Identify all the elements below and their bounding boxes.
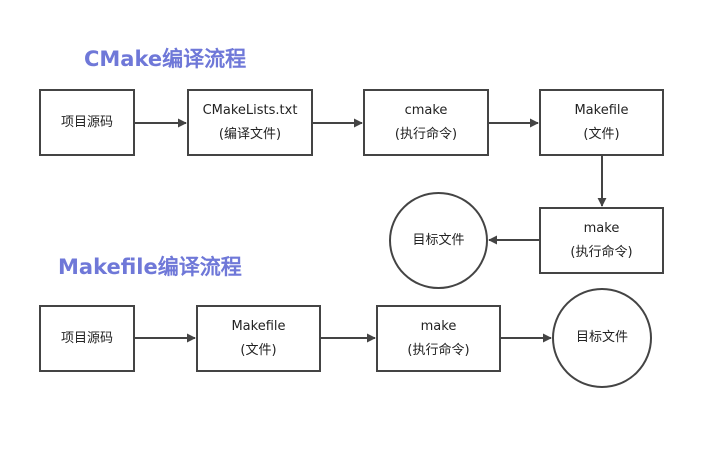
makefile-flow-make-node: make (执行命令) — [376, 305, 501, 372]
node-label: 项目源码 — [60, 114, 113, 130]
node-sublabel: (执行命令) — [570, 244, 633, 260]
cmake-flow-title: CMake编译流程 — [84, 47, 247, 71]
node-label: CMakeLists.txt — [202, 102, 298, 118]
makefile-flow-title: Makefile编译流程 — [58, 255, 242, 279]
cmake-flow-target-node: 目标文件 — [389, 192, 488, 289]
makefile-flow-makefile-node: Makefile (文件) — [196, 305, 321, 372]
cmake-flow-source-node: 项目源码 — [39, 89, 135, 156]
node-sublabel: (执行命令) — [394, 126, 458, 142]
node-label: Makefile — [231, 318, 286, 334]
node-label: make — [420, 318, 457, 334]
cmake-flow-cmake-node: cmake (执行命令) — [363, 89, 489, 156]
node-label: cmake — [404, 102, 448, 118]
node-label: 目标文件 — [575, 330, 628, 345]
makefile-flow-target-node: 目标文件 — [552, 288, 652, 388]
cmake-flow-makefile-node: Makefile (文件) — [539, 89, 664, 156]
node-sublabel: (文件) — [583, 126, 620, 142]
node-sublabel: (文件) — [240, 342, 277, 358]
node-label: Makefile — [574, 102, 629, 118]
node-label: make — [583, 220, 620, 236]
cmake-flow-make-node: make (执行命令) — [539, 207, 664, 274]
node-label: 项目源码 — [60, 330, 113, 346]
node-sublabel: (执行命令) — [407, 342, 470, 358]
cmake-flow-cmakelists-node: CMakeLists.txt (编译文件) — [187, 89, 313, 156]
node-label: 目标文件 — [412, 232, 465, 248]
makefile-flow-source-node: 项目源码 — [39, 305, 135, 372]
node-sublabel: (编译文件) — [218, 126, 282, 142]
